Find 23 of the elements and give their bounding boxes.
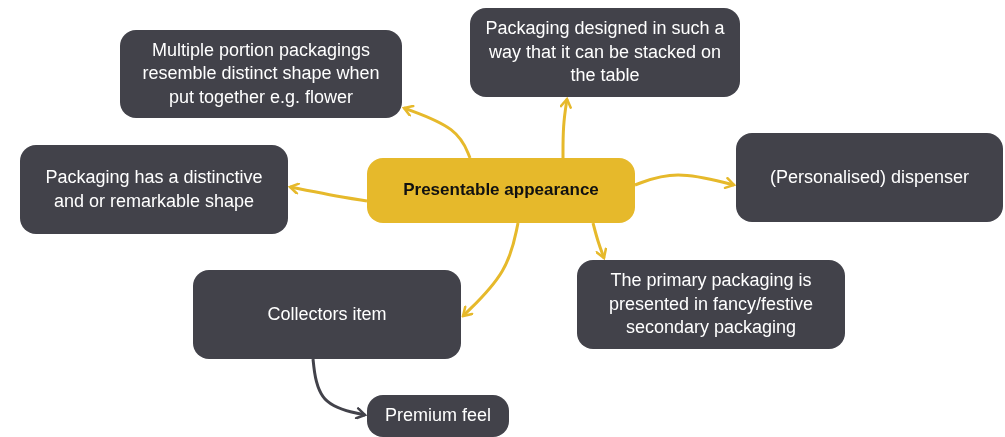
node-label: The primary packaging is presented in fancy/festive secondary packaging (607, 269, 815, 340)
topic-box (120, 30, 402, 118)
curved-arrow (311, 358, 367, 420)
curved-arrow (402, 104, 472, 159)
node-label: Presentable appearance (403, 179, 599, 202)
node-label: Packaging has a distinctive and or remarkable shape (44, 166, 264, 213)
curved-arrow (591, 222, 608, 260)
node-label: Packaging designed in such a way that it can be stacked on the table (484, 17, 726, 88)
node-label: Collectors item (267, 302, 387, 326)
curved-arrow (634, 173, 736, 190)
curved-arrow (461, 222, 520, 318)
topic-box (736, 133, 1003, 222)
node-label: (Personalised) dispenser (769, 165, 970, 189)
node-label: Premium feel (385, 404, 491, 428)
topic-box (193, 270, 461, 359)
node-label: Multiple portion packagings resemble distinct shape when put together e.g. flower (141, 38, 381, 109)
topic-box (20, 145, 288, 234)
topic-box (470, 8, 740, 97)
topic-box (577, 260, 845, 349)
curved-arrow (288, 182, 368, 203)
topic-box (367, 395, 509, 437)
curved-arrow (559, 97, 572, 158)
central-topic-box (367, 158, 635, 223)
